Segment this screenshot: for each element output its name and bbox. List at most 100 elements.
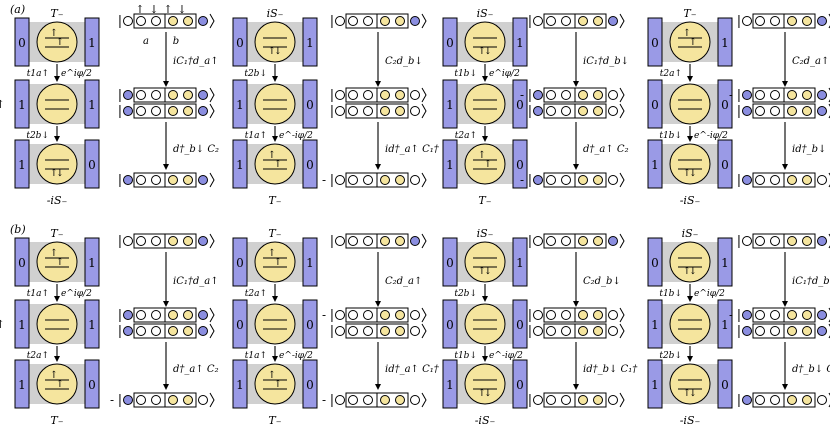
row-b-col-3-state-2-right-lead (717, 359, 733, 409)
row-a-col-1-chain-2-site-0 (348, 106, 358, 116)
row-b-col-0-state-2-spin-up-2: ↑ (56, 379, 64, 390)
row-b-col-0-top-label: T₋ (50, 227, 63, 240)
row-b-col-1-chain-3-site-1 (363, 395, 373, 405)
row-a-col-0-chain-3-site-0 (136, 175, 146, 185)
row-a-col-1-chain-2-ket-open: | (330, 104, 334, 119)
row-a-col-1-chain-0-site-1 (363, 16, 373, 26)
row-b-col-0-state-0-right-lead (84, 237, 100, 287)
row-b-col-2-step-0-arrow-head (482, 296, 488, 302)
row-a-col-0-chain-2-site-1 (151, 106, 161, 116)
row-a-col-0-chain-1-site-2 (168, 90, 178, 100)
row-b-col-2-chain-2-ket-open: | (528, 324, 532, 339)
row-b-col-2-chain-3-site-left (533, 395, 543, 405)
row-b-col-1-state-1-left-occupancy: 0 (236, 318, 244, 332)
row-a-col-0-state-0-right-lead (84, 17, 100, 67)
row-a-col-2-state-0-dot (464, 21, 506, 63)
row-b-col-2-chain-3-site-2 (578, 395, 588, 405)
row-a-col-3-chain-2-site-right (817, 106, 827, 116)
row-a-col-3-chain-2-site-2 (787, 106, 797, 116)
row-b-col-2-op-1: id†_b↓ C₁† (583, 364, 638, 375)
row-b-col-1-state-2-dot (254, 363, 296, 405)
row-b-col-2-chain-0-site-3 (593, 236, 603, 246)
row-b-col-0-bottom-label: T₋ (50, 414, 63, 427)
row-a-col-0-op-0: iC₁†d_a↑ (173, 56, 219, 67)
row-a-col-2-chain-1-site-left (533, 90, 543, 100)
row-b-col-3-chain-1-ket-open: | (737, 308, 741, 323)
row-a-col-0-state-0-left-occupancy: 0 (18, 36, 26, 50)
row-a-col-2-chain-1-site-0 (546, 90, 556, 100)
row-a-col-1-chain-2-site-1 (363, 106, 373, 116)
row-b-col-0-chain-0-site-left (123, 236, 133, 246)
row-a-col-2-chain-3-site-left (533, 175, 543, 185)
row-b-col-2-chain-1-ket-open: | (528, 308, 532, 323)
row-a-col-1-state-1-left-lead (232, 79, 248, 129)
row-b-col-2-chain-0-ket-open: | (528, 234, 532, 249)
row-b-col-2-chain-1-site-1 (561, 310, 571, 320)
row-a-col-3-state-0-dot (669, 21, 711, 63)
row-b-col-2-bottom-label: -iS₋ (475, 414, 496, 427)
row-a-col-3-state-1-left-occupancy: 0 (651, 98, 659, 112)
row-a-col-2-chain-1-ket-close (619, 87, 625, 103)
row-b-col-2-state-0-left-lead (442, 237, 458, 287)
row-b-col-3-chain-3-site-left (742, 395, 752, 405)
row-b-col-3-chain-0-site-2 (787, 236, 797, 246)
row-a-col-0-state-1-left-lead (14, 79, 30, 129)
row-b-col-0-state-1-left-lead (14, 299, 30, 349)
row-b-col-3-chain-2-site-right (817, 326, 827, 336)
row-b-col-1-state-0-spin-up-1: ↑ (268, 248, 276, 259)
row-b-col-3-chain-3-site-0 (755, 395, 765, 405)
row-b-col-2-chain-3-site-right (608, 395, 618, 405)
row-b-col-1-chain-3-site-2 (380, 395, 390, 405)
row-a-col-0-op-1: d†_b↓ C₂ (173, 144, 219, 155)
row-b-col-3-top-label: iS₋ (682, 227, 699, 240)
row-a-col-2-chain-2-site-1 (561, 106, 571, 116)
row-b-col-0-state-1-right-occupancy: 1 (88, 318, 96, 332)
row-a-col-2-chain-0-site-right (608, 16, 618, 26)
row-b-col-3-chain-0-ket-open: | (737, 234, 741, 249)
row-a-col-1-state-0-right-lead (302, 17, 318, 67)
row-b-col-0-state-0-spin-up-2: ↑ (56, 257, 64, 268)
row-a-col-0-step-0-rate: t1a↑ (27, 69, 49, 79)
row-a-col-2-chain-3-ket-close (619, 172, 625, 188)
row-b-col-0-state-1-dot (36, 303, 78, 345)
row-b-col-0-state-0-right-occupancy: 1 (88, 256, 96, 270)
row-b-col-1-chain-1-site-0 (348, 310, 358, 320)
row-b-col-1-op-arrow-0-head (375, 301, 381, 307)
row-a-col-2-bottom-label: T₋ (478, 194, 491, 207)
row-a-col-1-state-2-left-lead (232, 139, 248, 189)
row-b-col-0-chain-2-site-2 (168, 326, 178, 336)
row-a-col-0-bottom-label: -iS₋ (47, 194, 68, 207)
row-b-col-3-state-2-right-occupancy: 0 (721, 378, 729, 392)
row-b-col-2-state-0-spin-up: ↑ (478, 266, 486, 277)
row-a-col-3-chain-3-site-2 (787, 175, 797, 185)
row-a-col-2-state-0-left-occupancy: 0 (446, 36, 454, 50)
row-a-col-2-chain-2-site-right (608, 106, 618, 116)
row-b-col-2-state-0-right-lead (512, 237, 528, 287)
row-a-col-0-chain-2-site-0 (136, 106, 146, 116)
row-a-col-3-chain-1-site-0 (755, 90, 765, 100)
row-a-col-0-chain-0-site-right (198, 16, 208, 26)
row-a-col-0-chain-3-site-1 (151, 175, 161, 185)
row-b-col-1-chain-1-site-3 (395, 310, 405, 320)
row-a-col-1-chain-3-ket-close (421, 172, 427, 188)
row-a-col-3-top-label: T₋ (683, 7, 696, 20)
row-b-col-2-chain-1-site-left (533, 310, 543, 320)
row-b-col-2-chain-0-site-1 (561, 236, 571, 246)
row-a-col-2-chain-3-site-3 (593, 175, 603, 185)
row-b-col-2-state-0-dot (464, 241, 506, 283)
row-b-col-0-state-2-left-lead (14, 359, 30, 409)
row-a-col-3-bottom-label: -iS₋ (680, 194, 701, 207)
row-b-col-0-chain-1-site-3 (183, 310, 193, 320)
row-a-col-2-state-2-spin-up-2: ↑ (484, 159, 492, 170)
row-b-col-3-state-1-right-lead (717, 299, 733, 349)
row-b-col-3-chain-1-site-1 (770, 310, 780, 320)
row-b-col-1-chain-3-ket-close (421, 392, 427, 408)
spin-header-3: ↓ (177, 3, 186, 16)
row-b-col-1-step-1-arrow-head (272, 356, 278, 362)
row-b-col-2-chain-0-site-left (533, 236, 543, 246)
row-a-col-2-chain-0-ket-close (619, 13, 625, 29)
row-a-col-0-chain-1-site-right (198, 90, 208, 100)
row-a-col-1-chain-2-site-2 (380, 106, 390, 116)
row-a-col-2-step-0-arrow-head (482, 76, 488, 82)
row-a-col-1-chain-0-ket-close (421, 13, 427, 29)
